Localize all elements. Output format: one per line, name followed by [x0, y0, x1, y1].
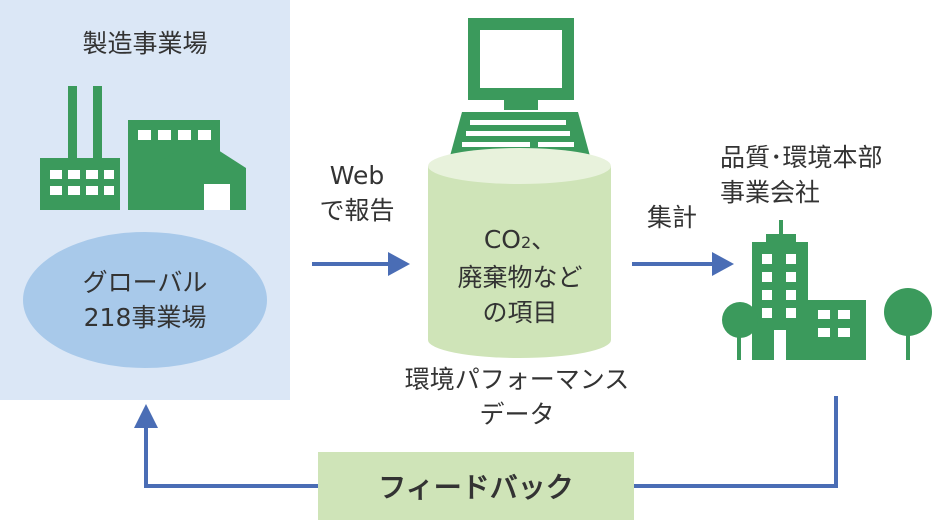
- global-sites-line1: グローバル: [82, 268, 208, 297]
- performance-data-line1: 環境パフォーマンス: [404, 365, 630, 394]
- web-report-line2: で報告: [319, 196, 395, 225]
- aggregate-label: 集計: [646, 203, 697, 232]
- feedback-label: フィードバック: [378, 471, 574, 504]
- database-line2: 廃棄物など: [457, 263, 583, 292]
- sites-title: 製造事業場: [82, 29, 208, 58]
- global-sites-line2: 218事業場: [83, 303, 207, 332]
- global-sites-ellipse: グローバル 218事業場: [23, 232, 267, 368]
- co-text: CO: [483, 225, 521, 254]
- performance-data-caption: 環境パフォーマンス データ: [372, 362, 662, 432]
- arrow-aggregate: [632, 252, 734, 276]
- headquarters-label: 品質･環境本部 事業会社: [720, 140, 883, 210]
- performance-data-line2: データ: [479, 400, 555, 429]
- factory-icon: [40, 86, 246, 210]
- database-text: CO2、 廃棄物など の項目: [430, 222, 610, 330]
- co-subscript: 2: [520, 233, 532, 252]
- database-line1: CO2、: [430, 222, 610, 260]
- co-tail: 、: [531, 225, 557, 254]
- database-cylinder: [428, 148, 611, 358]
- office-building-icon: [722, 220, 932, 360]
- web-report-label: Web で報告: [298, 158, 416, 228]
- database-line3: の項目: [482, 298, 558, 327]
- feedback-loop-arrow: [134, 396, 838, 488]
- computer-icon: [450, 18, 590, 156]
- feedback-box: フィードバック: [318, 452, 634, 520]
- arrow-report: [312, 252, 410, 276]
- web-report-line1: Web: [329, 161, 385, 190]
- headquarters-line1: 品質･環境本部: [720, 143, 883, 172]
- headquarters-line2: 事業会社: [720, 178, 821, 207]
